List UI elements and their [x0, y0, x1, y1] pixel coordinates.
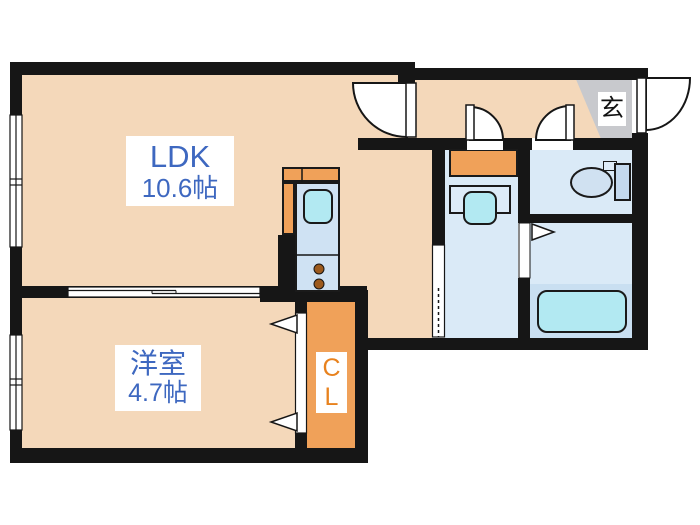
- bedroom-sliding-door: [268, 312, 308, 434]
- wall-bottom-left-section: [10, 448, 368, 463]
- kitchen-counter-side: [282, 182, 295, 235]
- entrance-label-text: 玄: [600, 95, 624, 123]
- gas-burner-icon: [313, 278, 325, 290]
- kitchen-sink: [303, 189, 333, 224]
- toilet-bowl: [570, 167, 613, 198]
- wall-hall-south-a: [358, 138, 467, 150]
- bathroom-door: [518, 222, 557, 279]
- closet-label: CL: [316, 352, 347, 413]
- entrance-door-leaf: [636, 77, 647, 134]
- bathtub: [537, 290, 627, 333]
- wall-top-right: [415, 68, 648, 80]
- wall-closet-east: [355, 290, 368, 463]
- toilet-tank: [614, 163, 631, 201]
- bedroom-window: [9, 334, 23, 431]
- wall-washroom-east-lower: [518, 278, 530, 338]
- ldk-door-leaf: [405, 82, 417, 138]
- washroom-floor: [445, 150, 518, 338]
- toilet-door-leaf: [565, 104, 575, 141]
- kitchen-counter-top: [282, 167, 340, 182]
- closet-label-text: CL: [322, 353, 341, 411]
- wall-bottom-right-section: [355, 338, 648, 350]
- wall-bedroom-east-upper: [295, 298, 307, 313]
- wall-toilet-bath-divider: [530, 214, 632, 223]
- ldk-nook-floor: [367, 288, 432, 338]
- wall-hall-south-c: [573, 138, 648, 150]
- washroom-door-leaf: [465, 104, 475, 141]
- wall-washroom-west: [432, 150, 445, 245]
- bedroom-label: 洋室 4.7帖: [115, 345, 201, 411]
- ldk-door-swing: [351, 82, 408, 139]
- toilet-door-swing: [534, 104, 571, 141]
- wall-right: [632, 133, 648, 350]
- entrance-label: 玄: [598, 92, 626, 126]
- ldk-name: LDK: [149, 139, 211, 175]
- wall-bedroom-east-lower: [295, 433, 307, 448]
- ldk-label: LDK 10.6帖: [126, 136, 234, 206]
- wall-kitchen-stub: [278, 235, 295, 290]
- washroom-sliding-door: [431, 244, 446, 338]
- ldk-window: [9, 114, 23, 248]
- washroom-door-swing: [469, 105, 505, 141]
- washbasin-bowl: [463, 191, 497, 225]
- wall-hall-south-b: [503, 138, 532, 150]
- wall-washroom-east-upper: [518, 150, 530, 223]
- ldk-bedroom-sliding-partition: [67, 286, 261, 298]
- gas-burner-icon: [313, 263, 325, 275]
- wall-stub-hall-west: [398, 62, 415, 85]
- ldk-size: 10.6帖: [141, 172, 219, 203]
- entrance-door-swing: [645, 77, 692, 132]
- bedroom-name: 洋室: [129, 348, 186, 380]
- bedroom-size: 4.7帖: [128, 378, 188, 407]
- wall-top-left: [10, 62, 415, 75]
- wall-closet-top: [260, 286, 367, 302]
